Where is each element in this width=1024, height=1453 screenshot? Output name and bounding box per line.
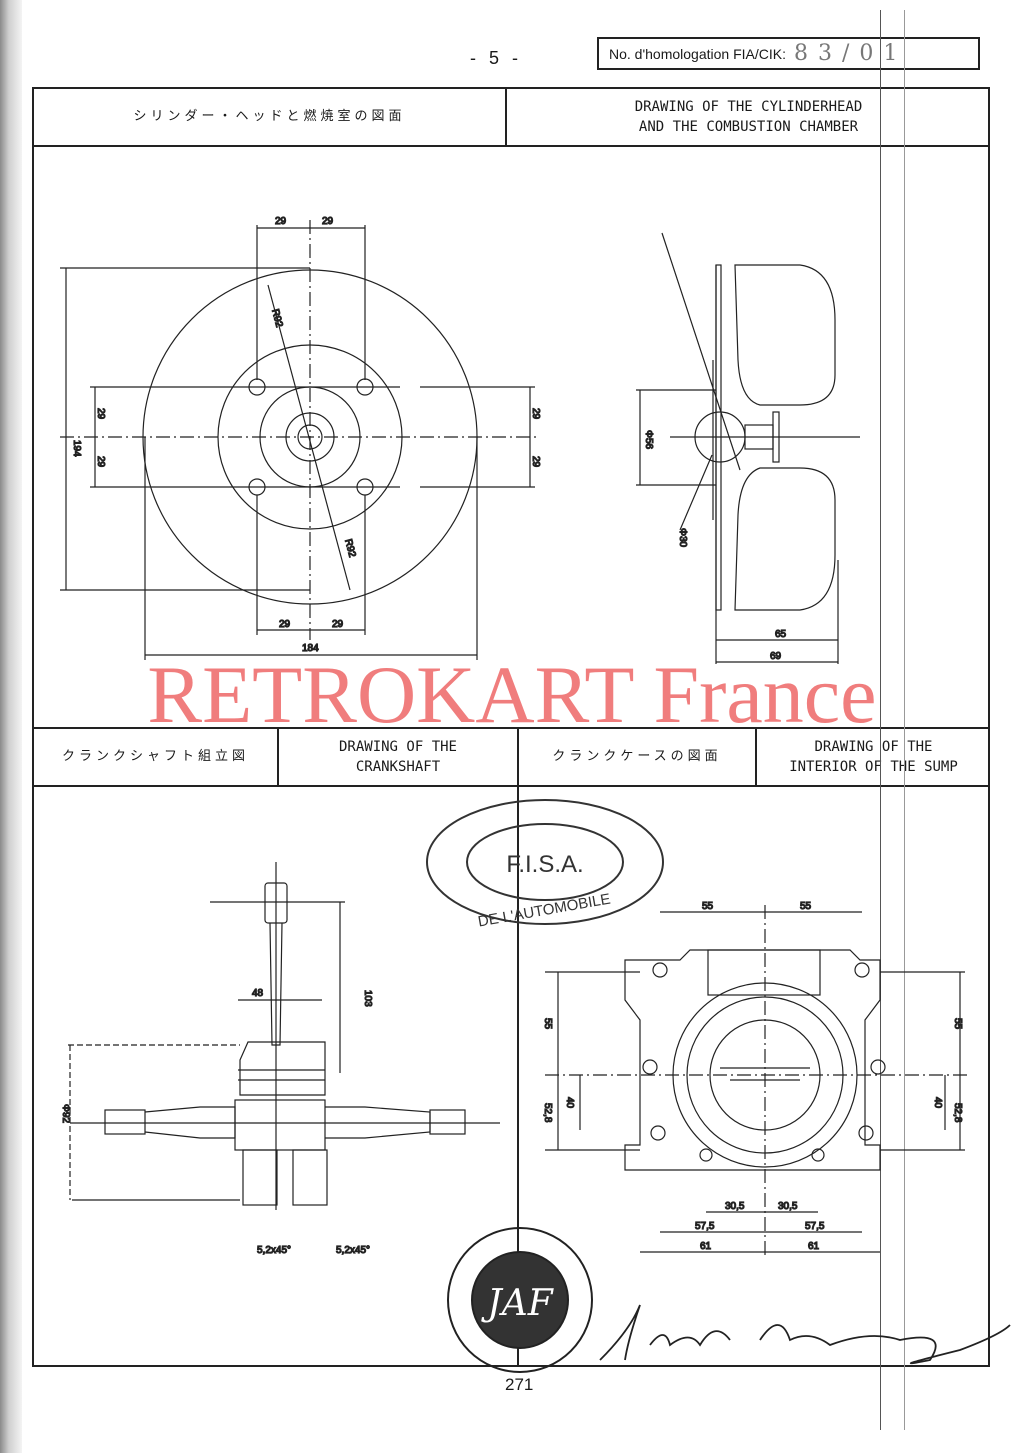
footer-page-number: 271 <box>505 1375 534 1394</box>
scan-artifact-line <box>904 10 905 1430</box>
dim-label: 55 <box>542 1018 553 1030</box>
dim-label: 55 <box>952 1018 963 1030</box>
dim-label: 29 <box>275 216 287 227</box>
divider <box>32 145 990 147</box>
sump-title-jp: クランクケースの図面 <box>552 749 722 764</box>
title-line: INTERIOR OF THE SUMP <box>789 759 958 775</box>
dim-label: 40 <box>564 1097 575 1109</box>
scan-artifact-line <box>880 10 881 1430</box>
dim-label: 29 <box>322 216 334 227</box>
title-line: DRAWING OF THE CYLINDERHEAD <box>634 99 863 115</box>
sump-drawing: 55 55 55 55 52,8 40 40 52,8 30,5 30,5 57… <box>541 900 970 1255</box>
crankshaft-title-jp: クランクシャフト組立図 <box>61 749 249 764</box>
title-line: DRAWING OF THE <box>814 739 933 755</box>
dim-label: 29 <box>279 619 291 630</box>
dim-label: 29 <box>95 408 106 420</box>
divider <box>755 727 757 785</box>
dim-label: Φ56 <box>643 430 654 450</box>
dim-label: 57,5 <box>805 1221 825 1232</box>
dim-label: 29 <box>530 408 541 420</box>
crankshaft-title-en: DRAWING OF THE CRANKSHAFT <box>279 729 517 785</box>
homologation-label: No. d'homologation FIA/CIK: <box>609 45 786 62</box>
dim-label: 40 <box>932 1097 943 1109</box>
dim-label: 61 <box>700 1241 712 1252</box>
dim-label: Φ30 <box>677 528 688 548</box>
divider <box>32 785 990 787</box>
cylinderhead-title-en: DRAWING OF THE CYLINDERHEAD AND THE COMB… <box>507 89 990 145</box>
scan-edge-shadow <box>0 0 22 1453</box>
sump-title-en: DRAWING OF THE INTERIOR OF THE SUMP <box>757 729 990 785</box>
page-number: - 5 - <box>470 48 523 68</box>
dim-label: 30,5 <box>778 1201 798 1212</box>
jaf-logo-text: JAF <box>480 1283 554 1324</box>
dim-label: 55 <box>800 901 812 912</box>
jaf-stamp: JAF <box>447 1227 593 1373</box>
dim-label: 48 <box>252 988 264 999</box>
dim-label: 57,5 <box>695 1221 715 1232</box>
dim-label: R92 <box>342 538 357 559</box>
divider <box>517 727 519 1367</box>
dim-label: 5,2x45° <box>257 1245 291 1256</box>
dim-label: 69 <box>770 651 782 662</box>
title-line: CRANKSHAFT <box>355 759 441 775</box>
dim-label: 61 <box>808 1241 820 1252</box>
cylinderhead-title-jp: シリンダー・ヘッドと燃焼室の図面 <box>133 109 406 124</box>
divider <box>277 727 279 785</box>
dim-label: 5,2x45° <box>336 1245 370 1256</box>
dim-label: Φ92 <box>60 1104 71 1124</box>
title-line: AND THE COMBUSTION CHAMBER <box>638 119 859 135</box>
crankshaft-drawing: 48 103 Φ92 5,2x45° 5,2x45° <box>59 862 500 1257</box>
dim-label: 65 <box>775 629 787 640</box>
dim-label: 103 <box>362 990 373 1007</box>
dim-label: 30,5 <box>725 1201 745 1212</box>
dim-label: 29 <box>95 456 106 468</box>
cylinderhead-front-view: 29 29 R92 194 29 29 29 29 R92 29 29 184 <box>60 215 542 660</box>
fisa-stamp: F.I.S.A. DE L'AUTOMOBILE <box>426 799 664 931</box>
dim-label: 55 <box>702 901 714 912</box>
dim-label: 29 <box>530 456 541 468</box>
dim-label: 29 <box>332 619 344 630</box>
dim-label: 52,8 <box>542 1103 553 1123</box>
dim-label: 184 <box>302 643 319 654</box>
signature <box>599 1304 1011 1365</box>
dim-label: R92 <box>269 308 284 329</box>
dim-label: 194 <box>71 440 82 457</box>
title-line: DRAWING OF THE <box>338 739 457 755</box>
divider <box>505 87 507 145</box>
divider <box>32 727 990 729</box>
fisa-stamp-text: F.I.S.A. <box>506 851 583 878</box>
cylinderhead-side-view: Φ56 Φ30 65 69 <box>636 232 860 664</box>
dim-label: 52,8 <box>952 1103 963 1123</box>
